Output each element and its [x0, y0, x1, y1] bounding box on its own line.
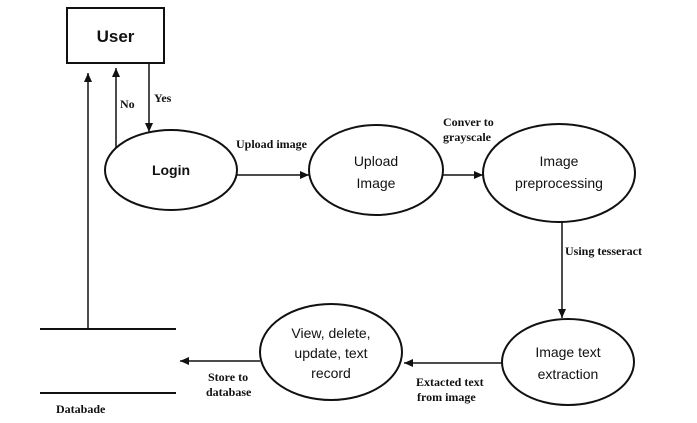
database-label: Databade [56, 402, 106, 416]
extracted-edge-label-line2: from image [417, 390, 476, 404]
store-edge-label-line1: Store to [208, 370, 248, 384]
text-extraction-label-line2: extraction [538, 366, 599, 382]
view-delete-update-label-line2: update, text [294, 345, 367, 361]
no-label: No [120, 97, 135, 111]
grayscale-edge-label-line1: Conver to [443, 115, 494, 129]
upload-image-edge-label: Upload image [236, 137, 308, 151]
login-label: Login [152, 162, 190, 178]
view-delete-update-node [259, 303, 403, 401]
view-delete-update-label-line3: record [311, 365, 351, 381]
text-extraction-node [501, 318, 635, 406]
user-label: User [97, 27, 135, 46]
yes-label: Yes [154, 91, 172, 105]
user-box [66, 7, 165, 64]
upload-image-node [308, 124, 444, 216]
tesseract-edge-label: Using tesseract [565, 244, 642, 258]
extracted-edge-label-line1: Extacted text [416, 375, 484, 389]
image-preprocessing-node [482, 123, 636, 223]
grayscale-edge-label-line2: grayscale [443, 130, 492, 144]
image-preprocessing-label-line1: Image [540, 153, 579, 169]
upload-image-label-line1: Upload [354, 153, 398, 169]
view-delete-update-label-line1: View, delete, [291, 325, 370, 341]
upload-image-label-line2: Image [357, 175, 396, 191]
store-edge-label-line2: database [206, 385, 252, 399]
login-node [104, 129, 238, 211]
text-extraction-label-line1: Image text [535, 344, 600, 360]
image-preprocessing-label-line2: preprocessing [515, 175, 603, 191]
